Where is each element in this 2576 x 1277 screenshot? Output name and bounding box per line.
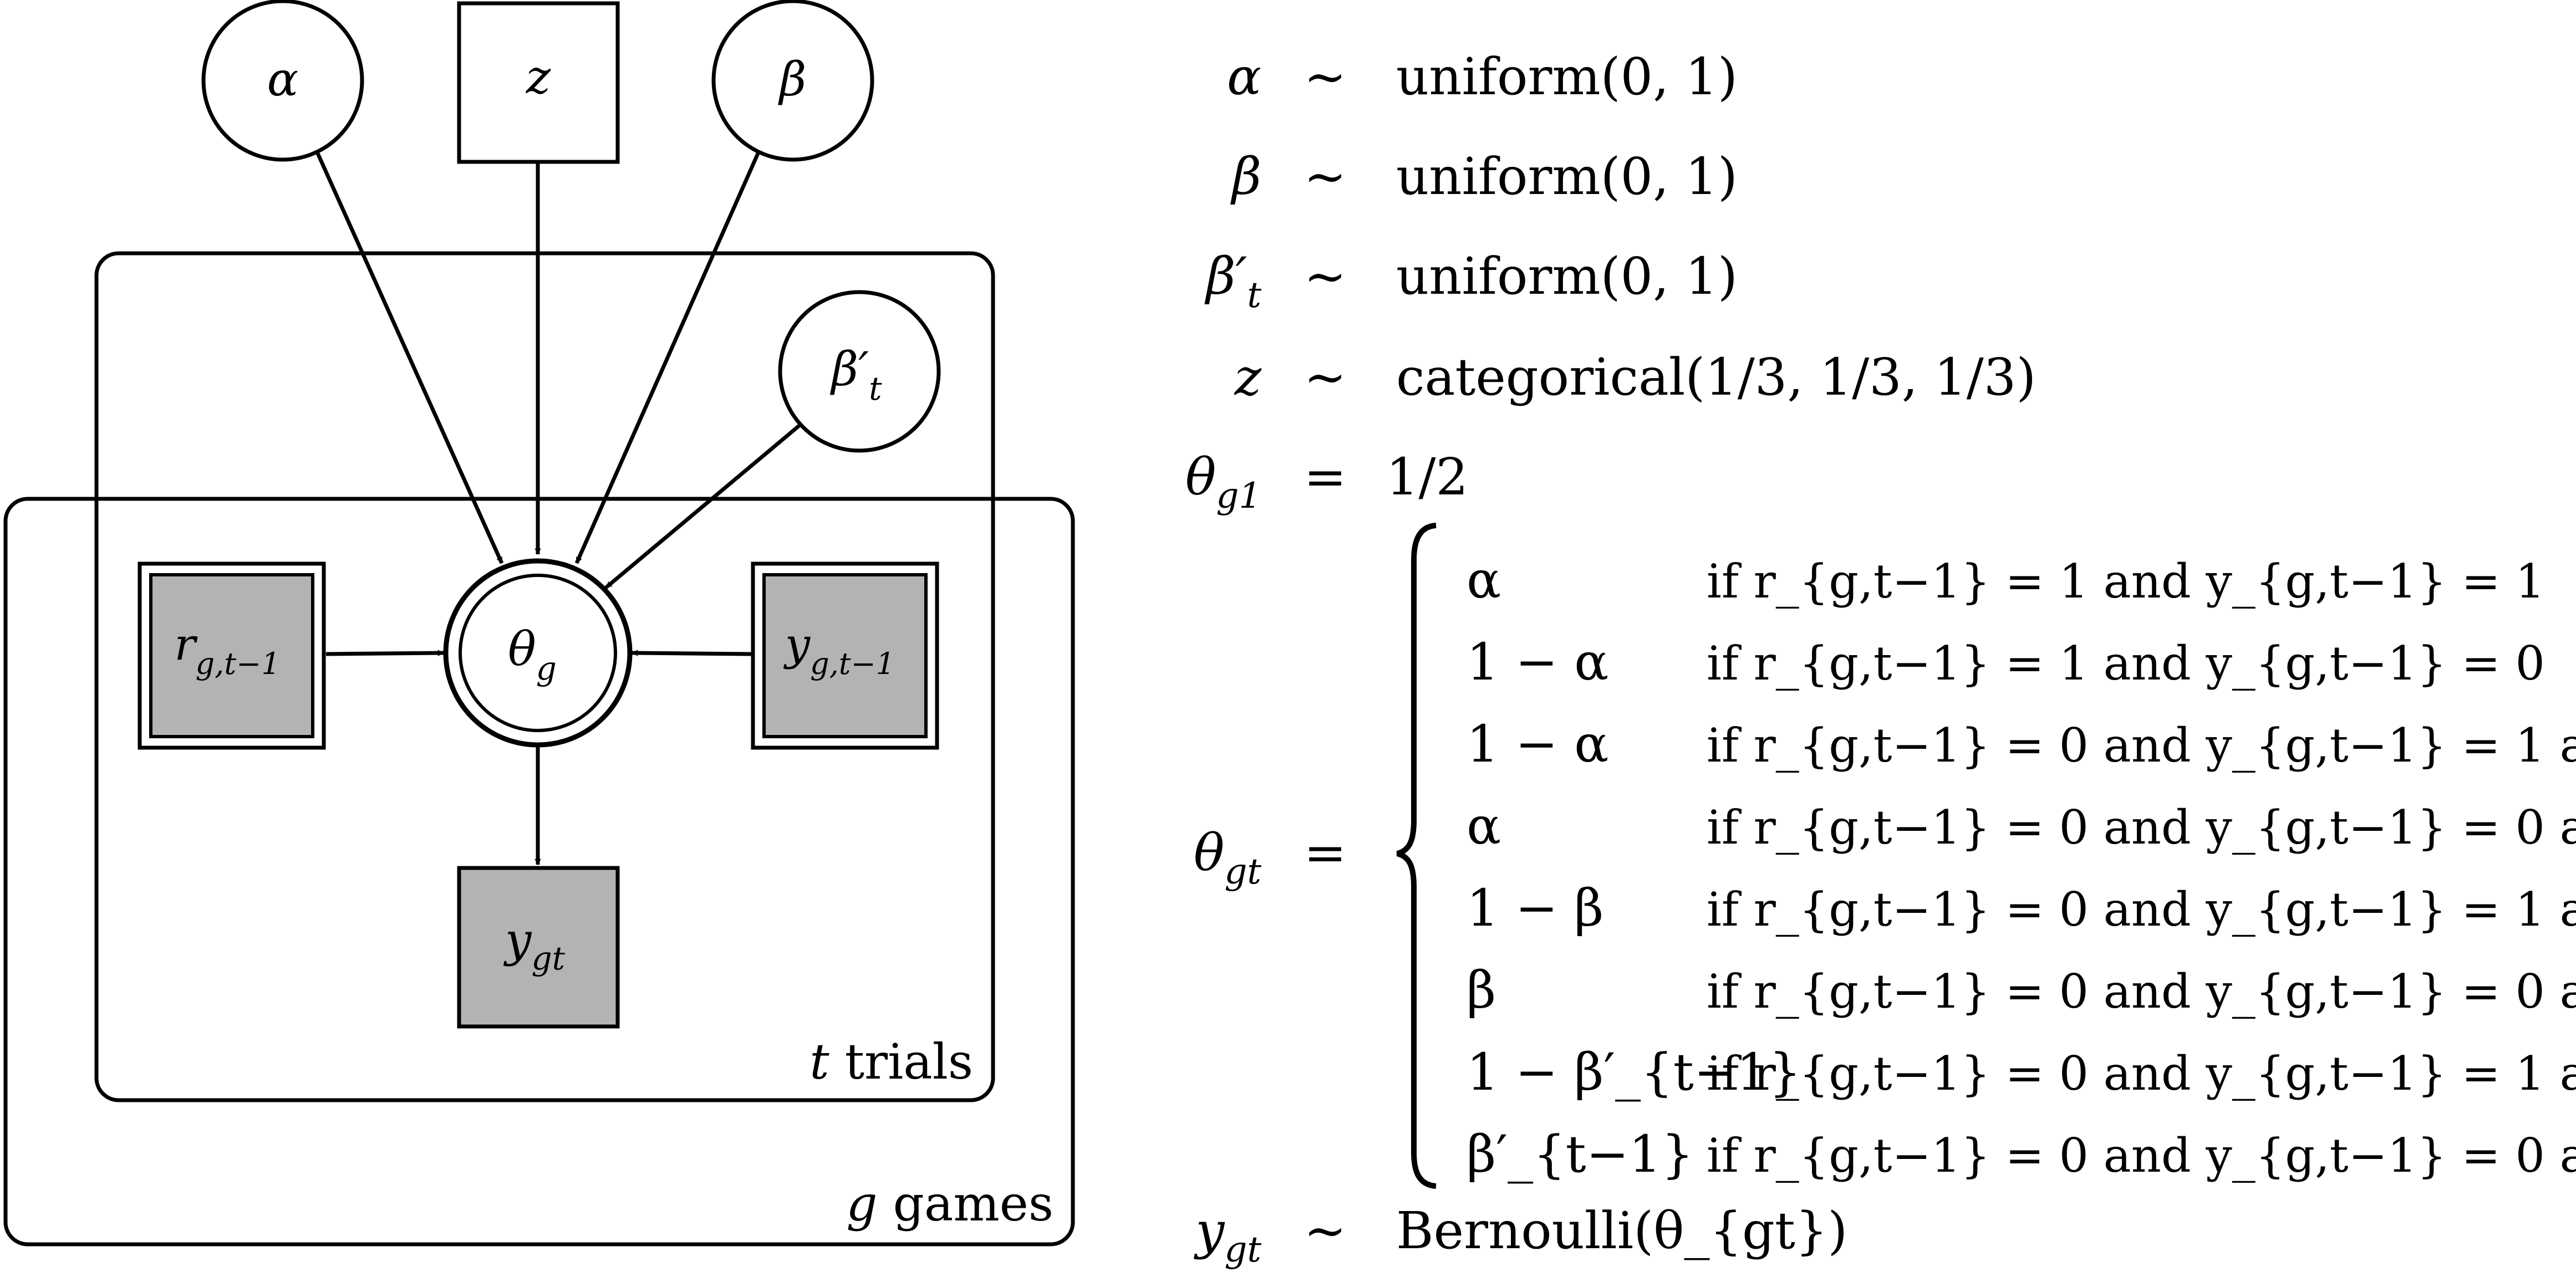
case-condition: if r_{g,t−1} = 0 and y_{g,t−1} = 0 and z… <box>1707 800 2576 855</box>
case-condition: if r_{g,t−1} = 0 and y_{g,t−1} = 1 and z… <box>1707 718 2576 773</box>
eq-z-rel: ∼ <box>1304 348 1346 407</box>
eq-beta-rhs: uniform(0, 1) <box>1396 147 1738 206</box>
case-value: α <box>1467 550 1501 610</box>
edge-betaprime-theta <box>604 422 803 589</box>
eq-alpha-lhs: α <box>1227 47 1261 106</box>
eq-alpha-rhs: uniform(0, 1) <box>1396 47 1738 106</box>
case-value: β′_{t−1} <box>1467 1125 1694 1184</box>
case-condition: if r_{g,t−1} = 0 and y_{g,t−1} = 1 and z… <box>1707 882 2576 937</box>
eq-ygt-rel: ∼ <box>1304 1201 1346 1260</box>
case-value: 1 − α <box>1467 632 1608 692</box>
node-z-box <box>457 1 620 164</box>
node-ygt-label: ygt <box>503 913 566 977</box>
plate-trials-label: t trials <box>810 1033 973 1090</box>
eq-betaprime-rel: ∼ <box>1304 247 1346 306</box>
edge-yprev-theta <box>632 650 752 657</box>
node-theta-label: θg <box>508 622 557 687</box>
eq-betaprime-lhs: β′t <box>1204 247 1261 316</box>
case-condition: if r_{g,t−1} = 1 and y_{g,t−1} = 1 <box>1707 554 2545 609</box>
plate-games-label: g games <box>846 1175 1053 1232</box>
case-value: 1 − α <box>1467 714 1608 774</box>
case-value: β <box>1467 961 1496 1020</box>
eq-theta-g1-lhs: θg1 <box>1185 447 1261 517</box>
eq-beta-rel: ∼ <box>1304 147 1346 206</box>
eq-z-lhs: z <box>1234 348 1262 407</box>
case-value: 1 − β′_{t−1} <box>1467 1043 1801 1102</box>
case-condition: if r_{g,t−1} = 0 and y_{g,t−1} = 0 and z… <box>1707 1128 2576 1183</box>
eq-alpha-rel: ∼ <box>1304 47 1346 106</box>
edge-beta-theta <box>574 149 762 564</box>
node-betaprime-label: β′t <box>830 342 883 407</box>
edge-alpha-theta <box>314 149 504 564</box>
node-alpha-label: α <box>267 52 299 106</box>
case-condition: if r_{g,t−1} = 0 and y_{g,t−1} = 1 and z… <box>1707 1046 2576 1101</box>
node-rprev-inner-box <box>149 573 314 738</box>
eq-z-rhs: categorical(1/3, 1/3, 1/3) <box>1396 348 2036 407</box>
node-yprev-inner-box <box>762 573 928 738</box>
node-beta-label: β <box>778 52 807 106</box>
eq-theta-gt-lhs: θgt <box>1194 823 1261 892</box>
node-beta-circle <box>711 0 874 162</box>
case-condition: if r_{g,t−1} = 1 and y_{g,t−1} = 0 <box>1707 636 2545 691</box>
node-rprev-label: rg,t−1 <box>174 619 280 681</box>
edges <box>314 149 803 865</box>
case-condition: if r_{g,t−1} = 0 and y_{g,t−1} = 0 and z… <box>1707 964 2576 1019</box>
node-ygt-box <box>457 866 620 1029</box>
case-value: α <box>1467 796 1501 856</box>
edge-rprev-theta <box>325 650 444 657</box>
eq-theta-g1-rel: = <box>1304 447 1346 507</box>
case-value: 1 − β <box>1467 878 1603 938</box>
node-theta-inner-circle <box>459 574 617 732</box>
cases-brace <box>1396 523 1437 1189</box>
node-alpha-circle <box>201 0 364 162</box>
node-yprev-label: yg,t−1 <box>783 619 895 681</box>
equations: α ∼ uniform(0, 1) β ∼ uniform(0, 1) β′t … <box>1185 47 2576 1270</box>
eq-ygt-lhs: ygt <box>1193 1201 1261 1270</box>
eq-beta-lhs: β <box>1230 147 1261 206</box>
eq-betaprime-rhs: uniform(0, 1) <box>1396 247 1738 306</box>
eq-theta-gt-rel: = <box>1304 823 1346 882</box>
node-betaprime-circle <box>778 290 941 453</box>
node-z-label: z <box>526 50 551 104</box>
plate-trials <box>94 251 995 1102</box>
eq-theta-g1-rhs: 1/2 <box>1386 447 1468 507</box>
eq-ygt-rhs: Bernoulli(θ_{gt}) <box>1396 1201 1847 1260</box>
cases-rows: α if r_{g,t−1} = 1 and y_{g,t−1} = 1 1 − α… <box>1467 550 2576 1184</box>
